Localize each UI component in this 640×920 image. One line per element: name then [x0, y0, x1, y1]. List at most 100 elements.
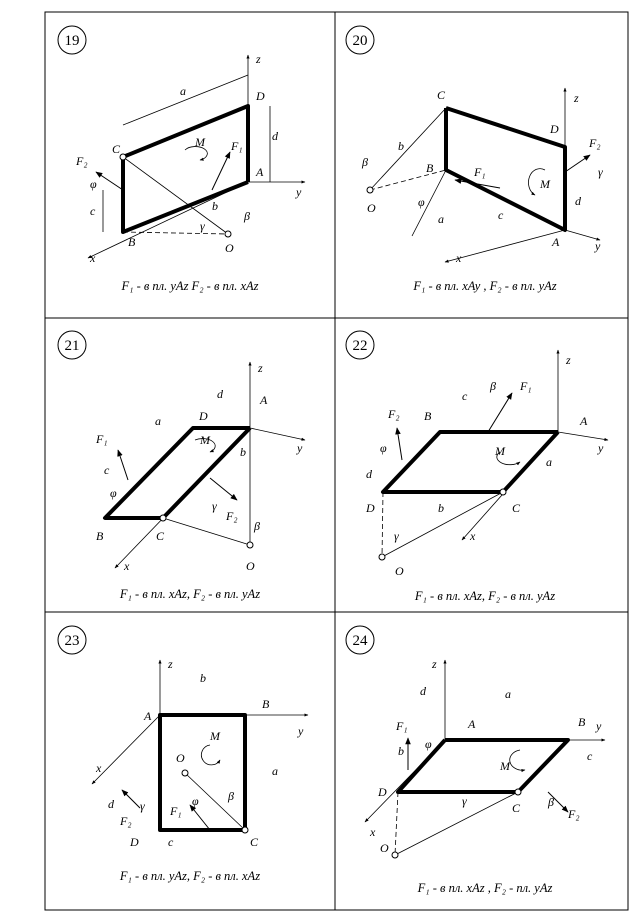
svg-text:B: B: [128, 235, 136, 249]
svg-text:M: M: [499, 759, 511, 773]
svg-text:β: β: [227, 789, 234, 803]
svg-text:c: c: [168, 835, 174, 849]
panel-19: 19 z y x a d c C D A B O b M F₁: [57, 25, 306, 293]
panel-grid: [44, 11, 629, 911]
svg-text:O: O: [176, 751, 185, 765]
svg-text:β: β: [489, 379, 496, 393]
svg-text:F₁ - в пл. xAz, F₂ - в: F₁ - в пл. xAz, F₂ - в пл. yAz: [414, 589, 555, 603]
svg-text:y: y: [594, 239, 601, 253]
y-axis-label: y: [295, 185, 302, 199]
z-axis-label: z: [255, 52, 261, 66]
svg-text:φ: φ: [425, 737, 432, 751]
svg-text:B: B: [262, 697, 270, 711]
svg-text:c: c: [90, 204, 96, 218]
svg-text:d: d: [108, 797, 115, 811]
svg-text:x: x: [469, 529, 476, 543]
svg-text:d: d: [272, 129, 279, 143]
svg-text:d: d: [575, 194, 582, 208]
x-axis-label: x: [89, 251, 96, 265]
svg-text:O: O: [246, 559, 255, 573]
svg-text:F₁: F₁: [230, 139, 243, 153]
svg-text:C: C: [512, 801, 521, 815]
svg-text:a: a: [546, 455, 552, 469]
svg-text:22: 22: [353, 338, 368, 354]
svg-text:β: β: [253, 519, 260, 533]
svg-text:a: a: [155, 414, 161, 428]
svg-text:z: z: [573, 91, 579, 105]
svg-text:b: b: [398, 744, 404, 758]
svg-text:b: b: [240, 445, 246, 459]
svg-text:a: a: [272, 764, 278, 778]
svg-text:a: a: [438, 212, 444, 226]
svg-text:C: C: [156, 529, 165, 543]
svg-text:β: β: [547, 795, 554, 809]
svg-text:c: c: [462, 389, 468, 403]
svg-text:d: d: [366, 467, 373, 481]
svg-text:φ: φ: [192, 794, 199, 808]
svg-text:F₁ - в пл. xAy , F₂ - в пл.: F₁ - в пл. xAy , F₂ - в пл. yAz: [412, 279, 556, 293]
svg-text:C: C: [512, 501, 521, 515]
svg-text:x: x: [369, 825, 376, 839]
svg-text:γ: γ: [140, 799, 145, 813]
svg-text:D: D: [129, 835, 139, 849]
svg-text:D: D: [377, 785, 387, 799]
svg-text:A: A: [579, 414, 588, 428]
svg-text:φ: φ: [90, 177, 97, 191]
svg-text:c: c: [498, 208, 504, 222]
svg-text:D: D: [198, 409, 208, 423]
svg-text:21: 21: [65, 338, 80, 354]
svg-text:c: c: [104, 463, 110, 477]
panel-24: 24 z y x A B D C O a d b c M F₁ F₂ φ β γ…: [345, 625, 606, 895]
svg-text:b: b: [438, 501, 444, 515]
svg-text:24: 24: [353, 633, 369, 649]
svg-text:A: A: [143, 709, 152, 723]
svg-text:B: B: [96, 529, 104, 543]
svg-text:C: C: [112, 142, 121, 156]
svg-text:M: M: [494, 444, 506, 458]
svg-text:F₁ - в пл. xAz, F₂ - в пл. y: F₁ - в пл. xAz, F₂ - в пл. yAz: [119, 587, 260, 601]
svg-text:γ: γ: [462, 794, 467, 808]
svg-text:z: z: [167, 657, 173, 671]
panel-21: 21 z y x D A B C O a d b c M F₁ F₂ φ γ β…: [57, 330, 306, 601]
svg-text:β: β: [361, 155, 368, 169]
svg-text:F₂: F₂: [588, 136, 601, 150]
svg-text:F₁: F₁: [395, 719, 408, 733]
svg-text:D: D: [255, 89, 265, 103]
svg-text:C: C: [250, 835, 259, 849]
svg-text:x: x: [123, 559, 130, 573]
svg-text:F₁ - в пл. xAz , F₂ - пл.: F₁ - в пл. xAz , F₂ - пл. yAz: [417, 881, 553, 895]
svg-text:F₁: F₁: [95, 432, 108, 446]
svg-text:φ: φ: [418, 195, 425, 209]
svg-text:b: b: [398, 139, 404, 153]
svg-text:D: D: [549, 122, 559, 136]
svg-text:O: O: [395, 564, 404, 578]
svg-text:M: M: [539, 177, 551, 191]
svg-text:y: y: [597, 441, 604, 455]
svg-text:F₁: F₁: [519, 379, 532, 393]
svg-text:C: C: [437, 88, 446, 102]
svg-text:d: d: [217, 387, 224, 401]
svg-text:F₂: F₂: [225, 509, 238, 523]
svg-text:B: B: [578, 715, 586, 729]
svg-text:A: A: [467, 717, 476, 731]
svg-text:φ: φ: [380, 441, 387, 455]
svg-text:A: A: [551, 235, 560, 249]
caption: F₁ - в пл. yAz F₂ - в пл. xAz: [120, 279, 258, 293]
svg-text:b: b: [212, 199, 218, 213]
svg-text:O: O: [367, 201, 376, 215]
svg-text:A: A: [255, 165, 264, 179]
svg-text:y: y: [297, 724, 304, 738]
svg-text:a: a: [180, 84, 186, 98]
svg-text:x: x: [95, 761, 102, 775]
svg-text:M: M: [209, 729, 221, 743]
svg-text:a: a: [505, 687, 511, 701]
svg-text:b: b: [200, 671, 206, 685]
svg-text:γ: γ: [394, 529, 399, 543]
svg-text:c: c: [587, 749, 593, 763]
panel-20: 20 z y x C D B A O b a c d M F₁ F₂ γ β φ…: [345, 25, 603, 293]
svg-text:γ: γ: [212, 499, 217, 513]
svg-text:F₂: F₂: [387, 407, 400, 421]
svg-text:O: O: [380, 841, 389, 855]
panel-23: 23 z y x A B D C O b a c d M F₁ F₂ γ φ β…: [57, 625, 309, 883]
